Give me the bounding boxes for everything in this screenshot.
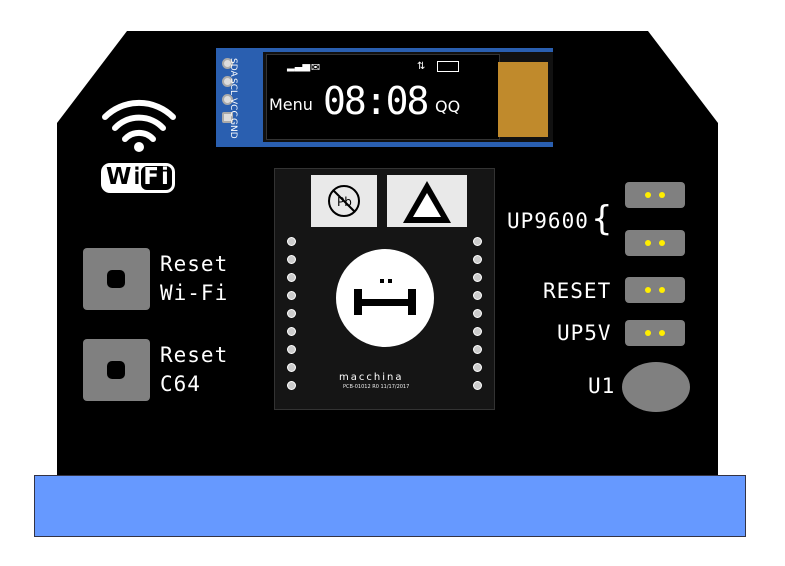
- macchina-logo: [336, 249, 434, 347]
- reset-jumper[interactable]: [625, 277, 685, 303]
- wifi-icon: [101, 99, 176, 193]
- reset-c64-button[interactable]: [83, 339, 150, 401]
- u1-label: U1: [588, 374, 616, 398]
- wifi-logo: WiFi: [97, 95, 181, 195]
- up5v-jumper[interactable]: [625, 320, 685, 346]
- module-pcb-text: PCB-01012 R0 11/17/2017: [343, 384, 410, 390]
- battery-icon: [437, 61, 459, 72]
- esd-warning-shield: [387, 175, 467, 227]
- oled-screen: ▂▃▅ ✉ Menu 08:08 ⇅ QQ: [266, 54, 500, 140]
- bottom-bar: [34, 475, 746, 537]
- transfer-icon: ⇅: [417, 61, 426, 72]
- u1-button[interactable]: [622, 362, 690, 412]
- up9600-brace: {: [591, 199, 613, 239]
- macchina-module: Pb macchina PCB-01012 R0 11/17/2017: [274, 168, 495, 410]
- reset-wifi-button[interactable]: [83, 248, 150, 310]
- reset-c64-label-2: C64: [160, 372, 201, 396]
- pin-label-scl: SCL: [228, 78, 238, 96]
- signal-icon: ▂▃▅: [287, 61, 311, 72]
- reset-jumper-label: RESET: [543, 279, 612, 303]
- oled-menu-label: Menu: [269, 95, 313, 114]
- reset-wifi-label-1: Reset: [160, 252, 229, 276]
- module-brand: macchina: [339, 372, 404, 383]
- reset-wifi-label-2: Wi-Fi: [160, 281, 229, 305]
- oled-flex-cable: [498, 62, 548, 137]
- up9600-jumper-2[interactable]: [625, 230, 685, 256]
- lead-free-shield: Pb: [311, 175, 377, 227]
- oled-pin-labels: GND VCC SCL SDA: [228, 52, 258, 144]
- reset-c64-label-1: Reset: [160, 343, 229, 367]
- up9600-jumper-1[interactable]: [625, 182, 685, 208]
- svg-text:Pb: Pb: [337, 195, 352, 209]
- up9600-label: UP9600: [507, 209, 589, 233]
- oled-status-text: QQ: [435, 97, 461, 116]
- message-icon: ✉: [311, 61, 321, 74]
- pin-label-vcc: VCC: [228, 98, 238, 117]
- up5v-label: UP5V: [557, 321, 612, 345]
- oled-time: 08:08: [323, 79, 429, 123]
- pin-label-gnd: GND: [228, 118, 238, 139]
- pin-label-sda: SDA: [228, 58, 238, 77]
- wifi-logo-text: WiFi: [106, 164, 171, 190]
- oled-display: GND VCC SCL SDA ▂▃▅ ✉ Menu 08:08 ⇅ QQ: [216, 48, 553, 147]
- oled-pin-holes: [222, 58, 236, 130]
